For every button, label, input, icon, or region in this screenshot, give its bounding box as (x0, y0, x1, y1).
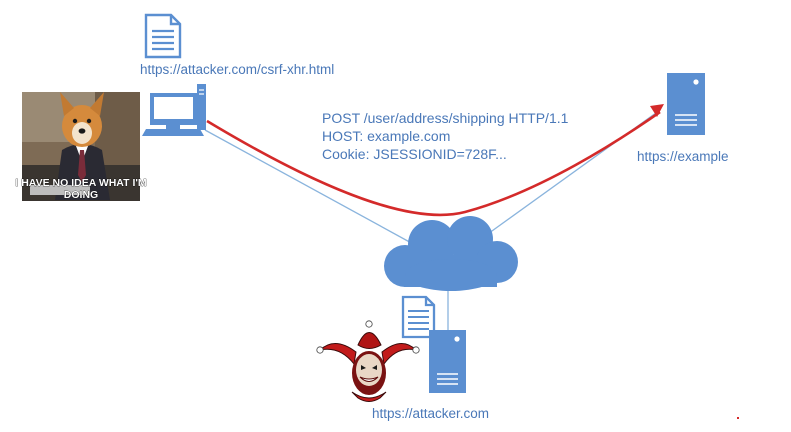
request-line: POST /user/address/shipping HTTP/1.1 (322, 110, 569, 126)
server-icon (429, 330, 466, 393)
meme-caption-line2: DOING (64, 189, 98, 201)
document-icon (144, 13, 182, 59)
stray-mark (737, 417, 739, 419)
forged-request-arrow (206, 104, 664, 217)
request-cookie: Cookie: JSESSIONID=728F... (322, 146, 507, 162)
jester-icon (316, 320, 420, 402)
meme-caption-line1: I HAVE NO IDEA WHAT I'M (15, 177, 146, 189)
http-request: POST /user/address/shipping HTTP/1.1 HOS… (322, 110, 569, 162)
computer-icon (142, 84, 206, 136)
server-icon (667, 73, 705, 135)
link-victim-to-cloud (204, 129, 416, 246)
cloud-icon (384, 216, 518, 291)
attacker-site-url: https://attacker.com (372, 406, 489, 421)
arrowhead (650, 104, 664, 117)
target-site-url: https://example (637, 149, 729, 164)
request-host: HOST: example.com (322, 128, 450, 144)
meme-photo: I HAVE NO IDEA WHAT I'M DOING (15, 92, 147, 201)
attacker-page-url: https://attacker.com/csrf-xhr.html (140, 62, 334, 77)
document-icon (401, 295, 436, 339)
